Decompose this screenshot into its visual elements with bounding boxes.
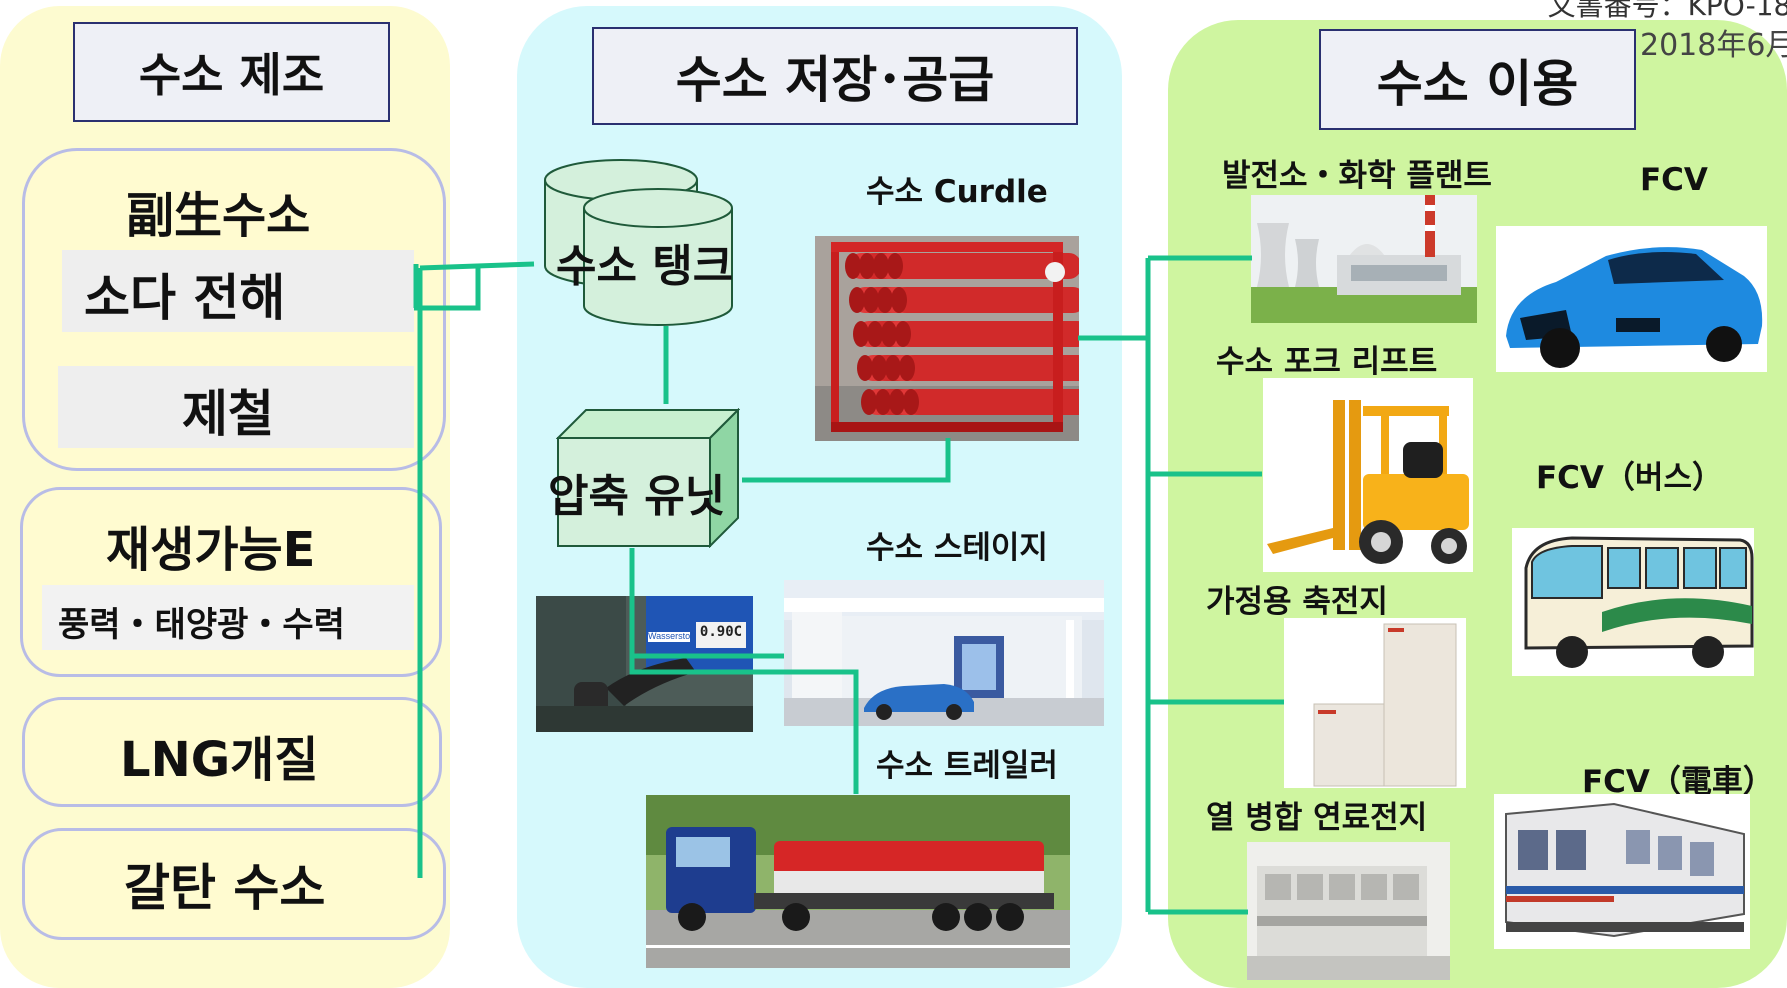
fcv-train-photo (1494, 794, 1750, 949)
trailer-photo (646, 795, 1070, 968)
pump-photo: 0.90C Wasserstoff (536, 596, 753, 732)
curdle-cylinder-end (873, 253, 889, 279)
curdle-cylinder (903, 355, 1079, 381)
curdle-cylinder-end (891, 287, 907, 313)
curdle-cylinder-end (877, 287, 893, 313)
byproduct-label: 副生수소 (126, 188, 311, 244)
curdle-cylinder-end (863, 287, 879, 313)
trailer-label: 수소 트레일러 (876, 748, 1058, 784)
fcv-label: FCV (1640, 162, 1708, 198)
soda-label: 소다 전해 (84, 269, 286, 327)
chp-label: 열 병합 연료전지 (1206, 800, 1428, 836)
renewable-sub-label: 풍력・태양광・수력 (58, 605, 345, 645)
lignite-label: 갈탄 수소 (124, 859, 326, 917)
tank-label: 수소 탱크 (556, 241, 734, 292)
curdle-label: 수소 Curdle (866, 174, 1048, 210)
storage-header: 수소 저장･공급 (592, 27, 1078, 125)
curdle-cylinder-end (857, 355, 873, 381)
fcv-bus-photo (1512, 528, 1754, 676)
curdle-cylinder-end (845, 253, 861, 279)
curdle-cylinder-end (867, 321, 883, 347)
curdle-cylinder-end (853, 321, 869, 347)
pump-brand-text: Wasserstoff (648, 631, 696, 641)
lignite-box (22, 828, 446, 940)
home-battery-photo (1284, 618, 1466, 788)
steel-label: 제철 (182, 385, 274, 443)
curdle-cylinder-end (885, 355, 901, 381)
hydrogen-tank (540, 158, 760, 326)
soda-band (62, 250, 414, 332)
compressor-label: 압축 유닛 (548, 471, 726, 522)
document-number: 文書番号：KPO-1823 (1547, 0, 1787, 22)
curdle-cylinder-end (881, 321, 897, 347)
curdle-cylinder-end (887, 253, 903, 279)
home-cell-label: 가정용 축전지 (1206, 584, 1388, 620)
station-label: 수소 스테이지 (866, 530, 1048, 566)
curdle-cylinder-end (899, 355, 915, 381)
fcv-bus-label: FCV（버스） (1536, 460, 1723, 496)
forklift-label: 수소 포크 리프트 (1216, 344, 1438, 380)
chp-photo (1247, 842, 1450, 980)
curdle-cylinder-end (875, 389, 891, 415)
curdle-cylinder-end (871, 355, 887, 381)
steel-band (58, 366, 414, 448)
curdle-cylinder-end (903, 389, 919, 415)
lng-box (22, 697, 442, 807)
lng-label: LNG개질 (120, 732, 319, 788)
curdle-cylinder-end (859, 253, 875, 279)
forklift-photo (1263, 378, 1473, 572)
renewable-label: 재생가능E (106, 522, 316, 578)
pump-display-readout: 0.90C (699, 624, 743, 640)
compressor-unit (555, 407, 741, 549)
usage-header: 수소 이용 (1319, 29, 1636, 130)
curdle-cylinder (907, 389, 1079, 415)
curdle-cylinder (895, 287, 1079, 313)
station-photo (784, 580, 1104, 726)
curdle-photo (815, 236, 1079, 441)
document-date: 2018年6月1 (1640, 28, 1787, 63)
production-header: 수소 제조 (73, 22, 390, 122)
curdle-cylinder-end (861, 389, 877, 415)
curdle-cylinder-end (849, 287, 865, 313)
plant-photo (1251, 195, 1477, 323)
curdle-cylinder (891, 253, 1079, 279)
renewable-sub-band (42, 585, 414, 650)
curdle-cylinder-end (895, 321, 911, 347)
curdle-cylinder-end (889, 389, 905, 415)
fcv-car-photo (1496, 226, 1767, 372)
curdle-cylinder (899, 321, 1079, 347)
plant-label: 발전소・화학 플랜트 (1222, 158, 1492, 194)
